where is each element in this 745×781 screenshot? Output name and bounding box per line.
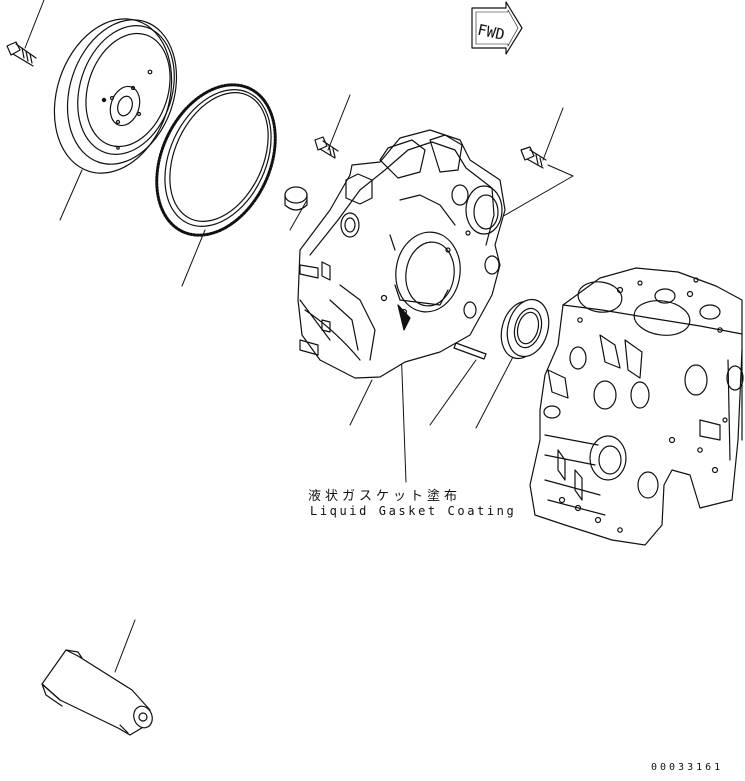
housing-bolt-left-icon (314, 136, 339, 159)
gasket-note-japanese: 液状ガスケット塗布 (308, 489, 462, 504)
fwd-arrow-icon: FWD (471, 1, 523, 55)
cylinder-block-icon (529, 267, 744, 546)
flywheel-housing-icon (297, 129, 506, 379)
dowel-pin-icon (453, 342, 487, 360)
plug-icon (284, 186, 308, 211)
gasket-coating-mark-icon (397, 304, 411, 331)
oil-seal-icon (500, 298, 550, 360)
gasket-note-english: Liquid Gasket Coating (310, 504, 517, 518)
flywheel-icon (53, 18, 178, 174)
fwd-label: FWD (476, 21, 506, 44)
gasket-tube-icon (41, 649, 153, 736)
ring-gear-icon (155, 83, 277, 237)
housing-bolt-right-icon (520, 146, 547, 169)
document-code: 00033161 (651, 762, 724, 773)
flywheel-bolt-icon (6, 41, 37, 67)
